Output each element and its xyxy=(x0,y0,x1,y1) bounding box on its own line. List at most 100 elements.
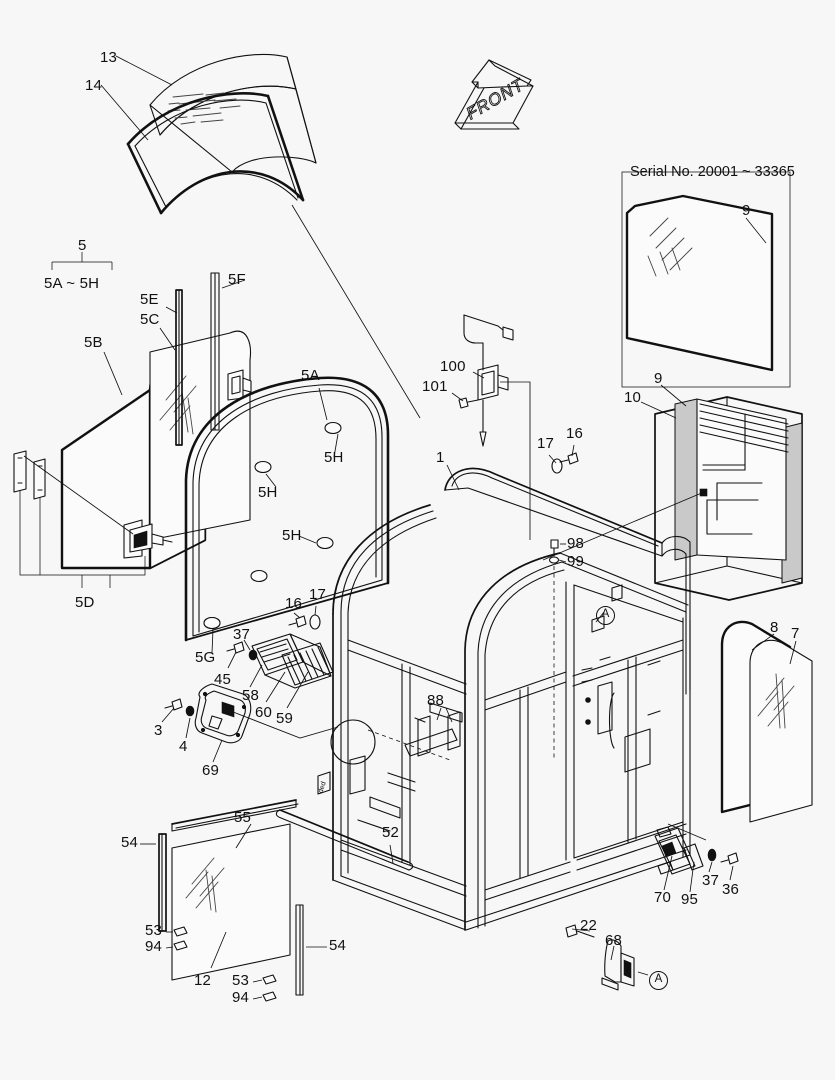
part-69-lamp-housing xyxy=(194,683,252,744)
callout-9-b: 9 xyxy=(654,370,663,387)
callout-14: 14 xyxy=(85,77,103,94)
callout-16-a: 16 xyxy=(285,595,303,612)
callout-101: 101 xyxy=(422,378,448,395)
callout-37-b: 37 xyxy=(702,872,720,889)
part-53-clip-a xyxy=(173,926,188,937)
part-54-right-seal xyxy=(295,904,304,996)
callout-22: 22 xyxy=(580,917,598,934)
part-16-bolt-a xyxy=(559,452,579,465)
part-9-rear-screen xyxy=(674,398,803,584)
callout-5G: 5G xyxy=(195,649,216,666)
part-17-grommet-b xyxy=(309,614,321,630)
callout-53-b: 53 xyxy=(232,972,250,989)
callout-94-a: 94 xyxy=(145,938,163,955)
front-arrow-icon: FRONT xyxy=(454,59,534,130)
serial-number-note: Serial No. 20001 ~ 33365 xyxy=(630,164,795,180)
callout-1: 1 xyxy=(436,449,445,466)
callout-3: 3 xyxy=(154,722,163,739)
callout-69: 69 xyxy=(202,762,220,779)
part-94-clip-a xyxy=(173,940,188,951)
part-9-rear-glass-upper xyxy=(625,194,774,372)
callout-5D: 5D xyxy=(75,594,95,611)
part-54-left-seal xyxy=(158,833,167,932)
callout-36: 36 xyxy=(722,881,740,898)
callout-37-a: 37 xyxy=(233,626,251,643)
callout-16-b: 16 xyxy=(566,425,584,442)
callout-70: 70 xyxy=(654,889,672,906)
group-label-5A-to-5H: 5A ~ 5H xyxy=(44,275,100,292)
part-52-handrail xyxy=(275,809,414,871)
callout-99: 99 xyxy=(567,553,585,570)
callout-95: 95 xyxy=(681,891,699,908)
callout-100: 100 xyxy=(440,358,466,375)
callout-5H-3: 5H xyxy=(282,527,302,544)
callout-45: 45 xyxy=(214,671,232,688)
callout-13: 13 xyxy=(100,49,118,66)
callout-5F: 5F xyxy=(228,271,246,288)
callout-17-b: 17 xyxy=(537,435,555,452)
part-7-door-glass xyxy=(749,639,813,823)
callout-53-a: 53 xyxy=(145,922,163,939)
callout-7: 7 xyxy=(791,625,800,642)
part-99-washer xyxy=(548,556,560,564)
callout-55: 55 xyxy=(234,809,252,826)
callout-94-b: 94 xyxy=(232,989,250,1006)
part-59-filter-element xyxy=(281,642,334,686)
part-5F-strip xyxy=(210,272,220,431)
serial-number-box xyxy=(621,171,791,388)
callout-98: 98 xyxy=(567,535,585,552)
part-5A-door-seal xyxy=(184,376,390,642)
part-70-latch-body xyxy=(654,826,696,875)
part-37-pin-a xyxy=(248,649,258,661)
group-bracket-5 xyxy=(51,252,113,270)
part-16-bolt-b xyxy=(288,615,307,628)
svg-text:ded: ded xyxy=(317,781,327,794)
part-58-60-filter-frame xyxy=(251,633,332,689)
callout-8: 8 xyxy=(770,619,779,636)
callout-54-b: 54 xyxy=(329,937,347,954)
callout-58: 58 xyxy=(242,687,260,704)
part-17-grommet-a xyxy=(551,458,563,474)
circle-marker-a-2: A xyxy=(649,971,668,990)
callout-52: 52 xyxy=(382,824,400,841)
callout-17-a: 17 xyxy=(309,586,327,603)
part-14-roof-seal xyxy=(126,92,305,215)
part-12-rear-glass xyxy=(171,823,291,981)
callout-5H-1: 5H xyxy=(324,449,344,466)
callout-59: 59 xyxy=(276,710,294,727)
callout-5B: 5B xyxy=(84,334,103,351)
part-95-strike-plate xyxy=(683,843,704,871)
callout-4: 4 xyxy=(179,738,188,755)
part-3-bolt xyxy=(164,698,183,711)
part-55-top-seal xyxy=(171,799,299,832)
part-5D-latch xyxy=(123,519,173,559)
circle-marker-a-1: A xyxy=(596,606,615,625)
callout-88: 88 xyxy=(427,692,445,709)
callout-5A: 5A xyxy=(301,367,320,384)
callout-68: 68 xyxy=(605,932,623,949)
part-36-bolt xyxy=(720,852,739,865)
part-98-bolt xyxy=(550,539,559,557)
part-5C-handle xyxy=(227,369,252,401)
part-1-cab-frame: ded xyxy=(317,467,691,931)
part-13-roof-glass xyxy=(149,53,317,173)
part-100-washer-motor xyxy=(463,314,514,447)
part-5E-strip xyxy=(175,289,183,446)
part-94-clip-b xyxy=(262,991,277,1002)
callout-5C: 5C xyxy=(140,311,160,328)
part-22-bolt xyxy=(565,924,595,938)
part-101-screw xyxy=(458,397,479,409)
callout-12: 12 xyxy=(194,972,212,989)
part-5G-grommet xyxy=(203,616,221,630)
callout-5E: 5E xyxy=(140,291,159,308)
callout-5H-2: 5H xyxy=(258,484,278,501)
part-68-door-stop xyxy=(601,939,635,991)
part-37-pin-b xyxy=(707,848,717,862)
callout-54-a: 54 xyxy=(121,834,139,851)
callout-60: 60 xyxy=(255,704,273,721)
callout-9-a: 9 xyxy=(742,202,751,219)
callout-10: 10 xyxy=(624,389,642,406)
group-label-5: 5 xyxy=(78,237,87,254)
